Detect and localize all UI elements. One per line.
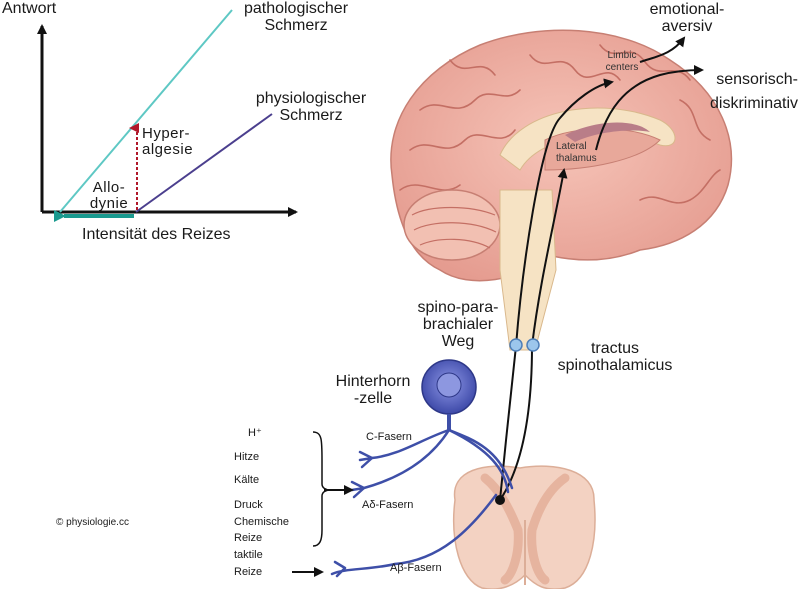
y-axis-label: Antwort [2, 0, 57, 17]
brainstem [499, 189, 557, 351]
dorsal-horn-cell-label: Hinterhorn-zelle [335, 373, 411, 407]
dorsal-horn-cell [421, 359, 477, 430]
x-axis-label: Intensität des Reizes [82, 226, 231, 243]
a-delta-fiber [447, 428, 510, 494]
stimulus-heat: Hitze [234, 451, 260, 463]
c-fiber-label: C-Fasern [366, 431, 412, 443]
emotional-aversive-label: emotional-aversiv [649, 1, 725, 35]
a-beta-fiber [393, 493, 498, 566]
stimulus-chemical-2: Reize [234, 532, 263, 544]
sensory-discriminative-label: sensorisch-diskriminativ [709, 71, 798, 112]
copyright: © physiologie.cc [56, 517, 129, 528]
response-graph [37, 9, 298, 222]
a-delta-fiber-label: Aδ-Fasern [362, 499, 414, 511]
stimulus-pressure: Druck [234, 499, 263, 511]
output-sensory [595, 65, 704, 151]
a-beta-fiber-label: Aβ-Fasern [390, 562, 442, 574]
stimulus-tactile-2: Reize [234, 566, 263, 578]
spino-parabrachial-label: spino-para- brachialer Weg [417, 299, 499, 350]
pathological-pain-line [59, 9, 233, 213]
physiological-pain-line [135, 113, 273, 213]
lateral-ventricle [565, 122, 650, 142]
spino-parabrachial-tract [499, 345, 517, 501]
stimulus-bracket [292, 431, 354, 577]
brain [390, 29, 733, 351]
allodynia-label: Allo-dynie [89, 179, 129, 212]
pathway-to-thalamus [531, 168, 568, 347]
pathway-to-limbic [515, 78, 614, 347]
stimulus-cold: Kälte [234, 474, 260, 486]
stimulus-protons: H⁺ [248, 427, 262, 439]
stimulus-tactile: taktile [234, 549, 263, 561]
stimulus-chemical: Chemische [234, 516, 290, 528]
hyperalgesia-label: Hyper-algesie [142, 125, 194, 158]
gray-matter [480, 473, 570, 585]
spinal-cord [452, 465, 596, 589]
output-emotional [639, 36, 686, 63]
cerebellum [403, 189, 501, 261]
spinothalamic-relay [526, 338, 540, 352]
parabrachial-relay [509, 338, 523, 352]
afferent-fibers [330, 428, 514, 578]
